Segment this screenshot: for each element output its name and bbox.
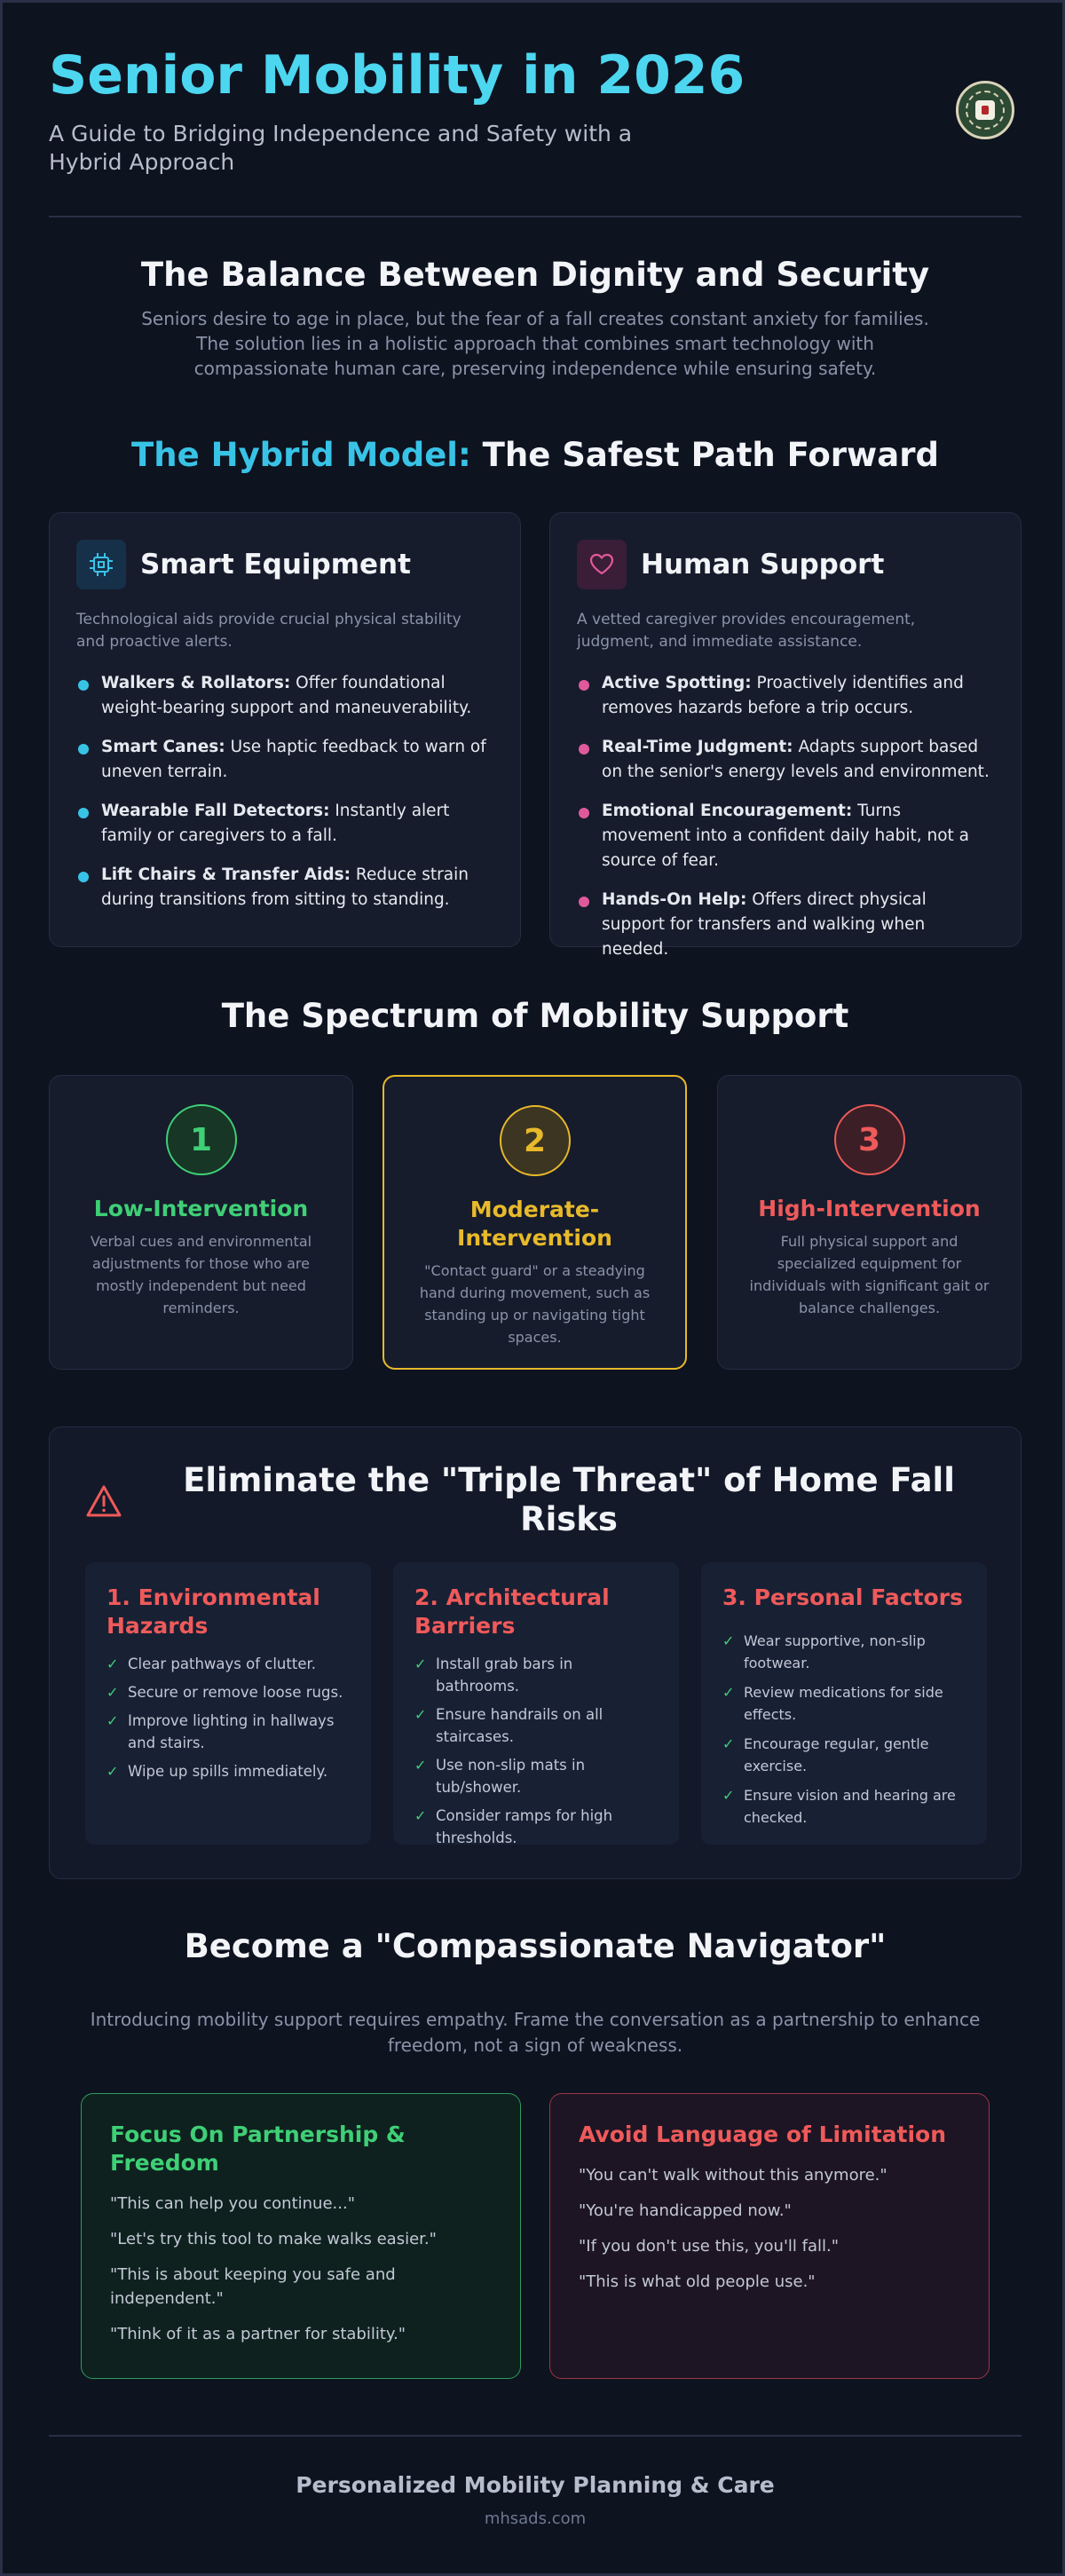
check-icon: ✓: [414, 1655, 427, 1672]
partnership-card: Focus On Partnership & Freedom "This can…: [81, 2093, 521, 2379]
quote-item: "You're handicapped now.": [579, 2201, 792, 2220]
warning-icon: [85, 1484, 122, 1521]
spectrum-title: The Spectrum of Mobility Support: [221, 997, 849, 1035]
human-support-desc: A vetted caregiver provides encouragemen…: [577, 611, 916, 651]
level-number: 1: [165, 1104, 237, 1175]
hybrid-title: The Hybrid Model: The Safest Path Forwar…: [49, 436, 1022, 474]
chip-icon: [76, 540, 126, 589]
spectrum-cards: 1 Low-Intervention Verbal cues and envir…: [49, 1075, 1022, 1370]
level-desc: Full physical support and specialized eq…: [749, 1233, 990, 1316]
check-icon: ✓: [414, 1807, 427, 1824]
navigator-title: Become a "Compassionate Navigator": [184, 1927, 887, 1965]
check-icon: ✓: [722, 1735, 735, 1752]
header-divider: [49, 216, 1022, 217]
quote-item: "This can help you continue...": [110, 2194, 355, 2213]
threat-column-personal: 3. Personal Factors ✓Wear supportive, no…: [701, 1562, 987, 1845]
list-item: Wearable Fall Detectors: Instantly alert…: [76, 799, 493, 849]
list-item: ✓Encourage regular, gentle exercise.: [722, 1733, 966, 1777]
triple-threat-section: Eliminate the "Triple Threat" of Home Fa…: [49, 1426, 1022, 1879]
level-number: 2: [499, 1105, 571, 1176]
level-card-moderate: 2 Moderate-Intervention "Contact guard" …: [383, 1075, 687, 1370]
list-item: ✓Clear pathways of clutter.: [106, 1653, 350, 1675]
level-card-high: 3 High-Intervention Full physical suppor…: [717, 1075, 1022, 1370]
check-icon: ✓: [106, 1684, 119, 1701]
footer-divider: [49, 2435, 1022, 2437]
threat-column-title: 3. Personal Factors: [722, 1584, 963, 1610]
header: Senior Mobility in 2026 A Guide to Bridg…: [49, 38, 1022, 216]
list-item: Hands-On Help: Offers direct physical su…: [577, 888, 994, 962]
level-card-low: 1 Low-Intervention Verbal cues and envir…: [49, 1075, 353, 1370]
list-item: Walkers & Rollators: Offer foundational …: [76, 671, 493, 721]
list-item: ✓Ensure handrails on all staircases.: [414, 1703, 658, 1748]
list-item: Lift Chairs & Transfer Aids: Reduce stra…: [76, 863, 493, 913]
list-item: ✓Wipe up spills immediately.: [106, 1760, 350, 1782]
level-desc: "Contact guard" or a steadying hand duri…: [419, 1262, 651, 1346]
hybrid-cards: Smart Equipment Technological aids provi…: [49, 512, 1022, 959]
balance-title: The Balance Between Dignity and Security: [140, 256, 930, 294]
partnership-title: Focus On Partnership & Freedom: [110, 2122, 406, 2176]
smart-equipment-title: Smart Equipment: [140, 549, 411, 581]
quote-item: "This is about keeping you safe and inde…: [110, 2265, 396, 2308]
level-title: Low-Intervention: [93, 1196, 309, 1221]
check-icon: ✓: [106, 1712, 119, 1729]
smart-equipment-desc: Technological aids provide crucial physi…: [76, 611, 462, 651]
quote-item: "You can't walk without this anymore.": [579, 2166, 888, 2185]
check-icon: ✓: [414, 1706, 427, 1723]
quote-item: "This is what old people use.": [579, 2272, 816, 2291]
list-item: ✓Use non-slip mats in tub/shower.: [414, 1754, 658, 1798]
check-icon: ✓: [106, 1763, 119, 1780]
list-item: ✓Consider ramps for high thresholds.: [414, 1805, 658, 1849]
heart-icon: [577, 540, 627, 589]
hybrid-title-accent: The Hybrid Model:: [131, 436, 471, 474]
list-item: ✓Ensure vision and hearing are checked.: [722, 1784, 966, 1829]
balance-section: The Balance Between Dignity and Security…: [49, 256, 1022, 381]
level-number: 3: [833, 1104, 905, 1175]
list-item: ✓Secure or remove loose rugs.: [106, 1681, 350, 1703]
human-support-title: Human Support: [641, 549, 885, 581]
list-item: Real-Time Judgment: Adapts support based…: [577, 735, 994, 785]
list-item: Smart Canes: Use haptic feedback to warn…: [76, 735, 493, 785]
quote-item: "Think of it as a partner for stability.…: [110, 2325, 406, 2343]
threat-column-environmental: 1. Environmental Hazards ✓Clear pathways…: [85, 1562, 371, 1845]
level-desc: Verbal cues and environmental adjustment…: [90, 1233, 312, 1316]
check-icon: ✓: [722, 1632, 735, 1649]
page-subtitle: A Guide to Bridging Independence and Saf…: [49, 121, 633, 175]
list-item: ✓Review medications for side effects.: [722, 1681, 966, 1726]
check-icon: ✓: [106, 1655, 119, 1672]
limitation-title: Avoid Language of Limitation: [579, 2122, 947, 2147]
limitation-card: Avoid Language of Limitation "You can't …: [549, 2093, 990, 2379]
level-title: Moderate-Intervention: [457, 1197, 612, 1251]
list-item: Emotional Encouragement: Turns movement …: [577, 799, 994, 873]
quote-item: "If you don't use this, you'll fall.": [579, 2237, 840, 2256]
seal-logo-icon: [956, 81, 1014, 139]
list-item: ✓Install grab bars in bathrooms.: [414, 1653, 658, 1697]
level-title: High-Intervention: [758, 1196, 981, 1221]
list-item: ✓Improve lighting in hallways and stairs…: [106, 1710, 350, 1754]
check-icon: ✓: [414, 1757, 427, 1774]
navigator-text: Introducing mobility support requires em…: [90, 2009, 981, 2056]
check-icon: ✓: [722, 1787, 735, 1804]
human-support-card: Human Support A vetted caregiver provide…: [549, 512, 1022, 959]
threat-column-architectural: 2. Architectural Barriers ✓Install grab …: [393, 1562, 679, 1846]
list-item: Active Spotting: Proactively identifies …: [577, 671, 994, 721]
threat-column-title: 1. Environmental Hazards: [106, 1584, 320, 1639]
threat-column-title: 2. Architectural Barriers: [414, 1584, 610, 1639]
smart-equipment-card: Smart Equipment Technological aids provi…: [49, 512, 521, 947]
hybrid-title-rest: The Safest Path Forward: [470, 436, 939, 474]
list-item: ✓Wear supportive, non-slip footwear.: [722, 1630, 966, 1674]
quote-item: "Let's try this tool to make walks easie…: [110, 2230, 437, 2248]
footer-site-link[interactable]: mhsads.com: [484, 2509, 587, 2528]
footer-title: Personalized Mobility Planning & Care: [296, 2472, 775, 2498]
balance-text: Seniors desire to age in place, but the …: [141, 308, 929, 379]
page-title: Senior Mobility in 2026: [49, 44, 746, 107]
triple-threat-title: Eliminate the "Triple Threat" of Home Fa…: [183, 1461, 955, 1538]
check-icon: ✓: [722, 1684, 735, 1701]
